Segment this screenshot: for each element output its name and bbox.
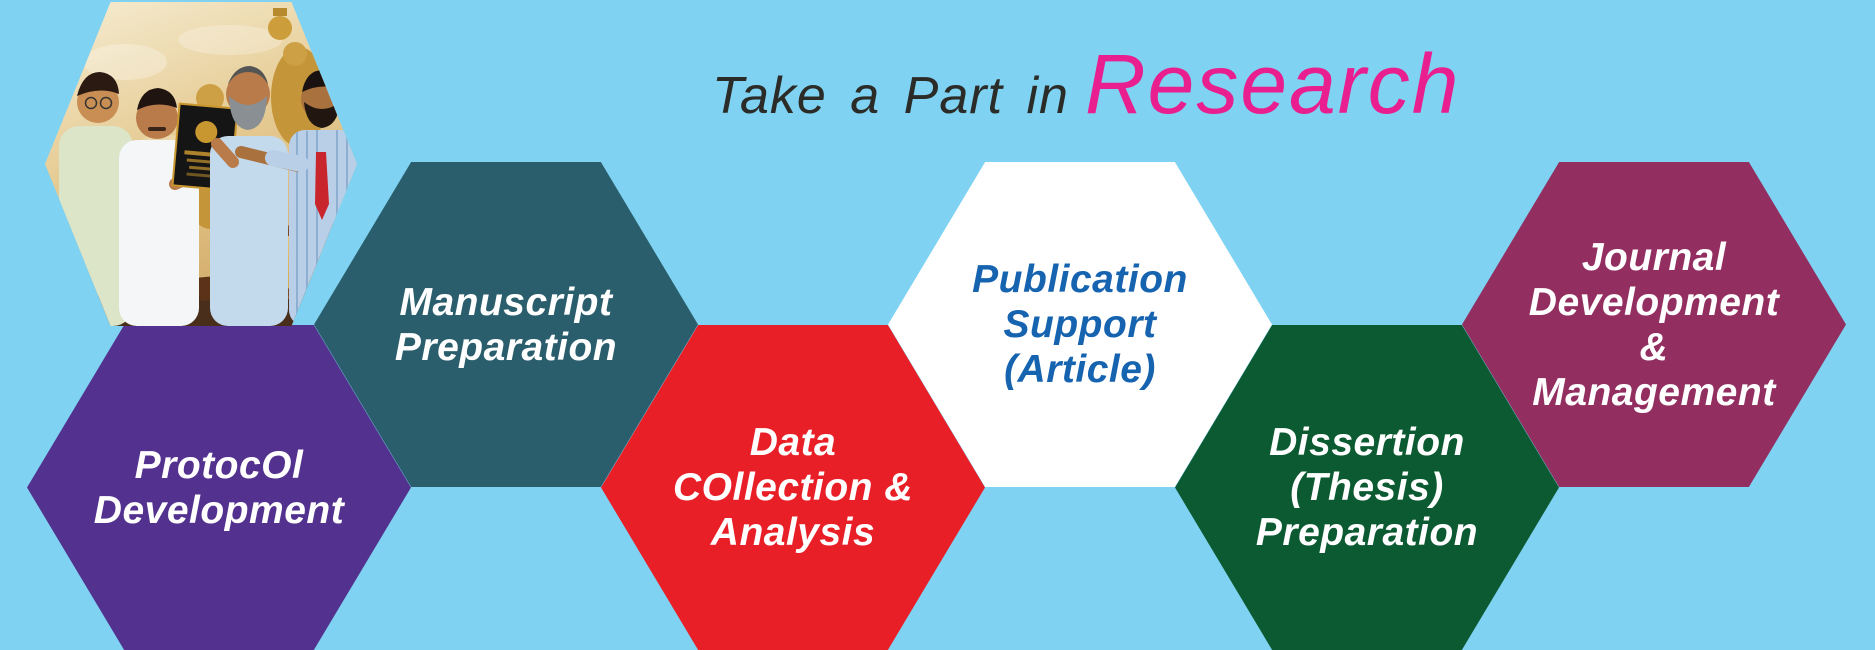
hexagon-label-dissertation-preparation: Dissertion (Thesis) Preparation bbox=[1255, 421, 1479, 554]
award-photo-scene bbox=[45, 2, 357, 326]
photo-light-fixture bbox=[268, 16, 292, 40]
title-highlight: Research bbox=[1084, 37, 1461, 131]
photo-light-fixture bbox=[273, 8, 287, 16]
hexagon-label-data-collection-analysis: Data COllection & Analysis bbox=[672, 421, 914, 554]
hexagon-label-journal-development-management: Journal Development & Management bbox=[1528, 235, 1780, 414]
hexagon-label-manuscript-preparation: Manuscript Preparation bbox=[394, 280, 618, 369]
title-prefix: Take a Part in bbox=[712, 67, 1069, 125]
hexagon-label-protocol-development: ProtocOl Development bbox=[93, 443, 345, 532]
photo-wall-marbling bbox=[178, 25, 282, 55]
banner-title: Take a Part in Research bbox=[712, 36, 1460, 133]
photo-wall-marbling bbox=[83, 44, 167, 80]
award-photo bbox=[45, 2, 357, 326]
photo-man-3 bbox=[210, 66, 288, 326]
photo-statue bbox=[283, 42, 307, 66]
hexagon-label-publication-support: Publication Support (Article) bbox=[972, 258, 1188, 391]
